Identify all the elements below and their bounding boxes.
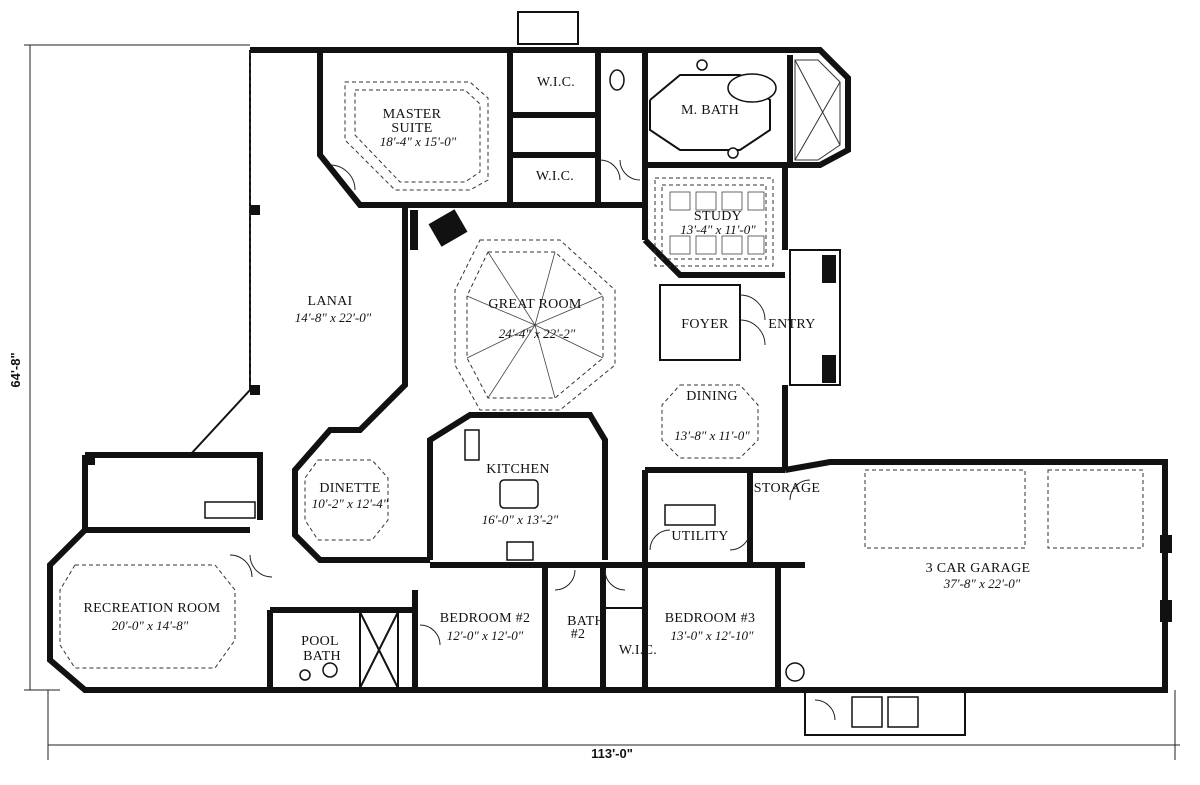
m-bath-label: M. BATH xyxy=(681,103,739,118)
dinette-label: DINETTE xyxy=(319,481,380,496)
fixtures xyxy=(85,59,1172,736)
storage-label: STORAGE xyxy=(754,481,820,496)
great-room-ceiling-rays xyxy=(466,251,604,399)
great-room-label: GREAT ROOM xyxy=(488,297,582,312)
room-labels: MASTER SUITE 18'-4" x 15'-0" W.I.C. W.I.… xyxy=(83,75,1030,664)
lanai-label: LANAI xyxy=(307,294,352,309)
foyer-label: FOYER xyxy=(681,317,729,332)
overall-width-label: 113'-0" xyxy=(591,746,633,761)
wic-mid-label: W.I.C. xyxy=(536,169,574,184)
bath2-label-l2: #2 xyxy=(571,627,586,642)
recreation-room-label: RECREATION ROOM xyxy=(83,601,220,616)
lanai-dims: 14'-8" x 22'-0" xyxy=(295,310,372,325)
kitchen-label: KITCHEN xyxy=(486,462,550,477)
master-suite-dims: 18'-4" x 15'-0" xyxy=(380,134,457,149)
dinette-dims: 10'-2" x 12'-4" xyxy=(312,496,389,511)
bay-window xyxy=(794,59,841,161)
wic-bed3-label: W.I.C. xyxy=(619,643,657,658)
study-ceiling-grid xyxy=(669,191,765,255)
bedroom2-dims: 12'-0" x 12'-0" xyxy=(447,628,524,643)
entry-label: ENTRY xyxy=(768,317,815,332)
wic-top-label: W.I.C. xyxy=(537,75,575,90)
pool-bath-label-l2: BATH xyxy=(303,649,341,664)
great-room-dims: 24'-4" x 22'-2" xyxy=(499,326,576,341)
door-swings xyxy=(229,159,836,721)
dining-dims: 13'-8" x 11'-0" xyxy=(674,428,750,443)
garage-label: 3 CAR GARAGE xyxy=(926,561,1031,576)
study-label: STUDY xyxy=(694,209,742,224)
bedroom3-dims: 13'-0" x 12'-10" xyxy=(671,628,754,643)
master-suite-label-l2: SUITE xyxy=(391,121,432,136)
exterior-walls xyxy=(47,47,1168,693)
recreation-room-dims: 20'-0" x 14'-8" xyxy=(112,618,189,633)
garage-dims: 37'-8" x 22'-0" xyxy=(943,576,1021,591)
bedroom3-label: BEDROOM #3 xyxy=(665,611,756,626)
overall-depth-label: 64'-8" xyxy=(8,352,23,387)
interior-walls xyxy=(267,50,841,690)
chimney xyxy=(517,11,579,45)
dimension-lines xyxy=(24,44,1180,760)
study-dims: 13'-4" x 11'-0" xyxy=(680,222,756,237)
bath2-label-l1: BATH xyxy=(567,614,605,629)
pool-bath-label-l1: POOL xyxy=(301,634,339,649)
bedroom2-label: BEDROOM #2 xyxy=(440,611,531,626)
master-suite-label-l1: MASTER xyxy=(383,107,442,122)
ceiling-outlines xyxy=(59,52,1144,669)
dining-label: DINING xyxy=(686,389,738,404)
kitchen-dims: 16'-0" x 13'-2" xyxy=(482,512,559,527)
utility-label: UTILITY xyxy=(671,529,728,544)
